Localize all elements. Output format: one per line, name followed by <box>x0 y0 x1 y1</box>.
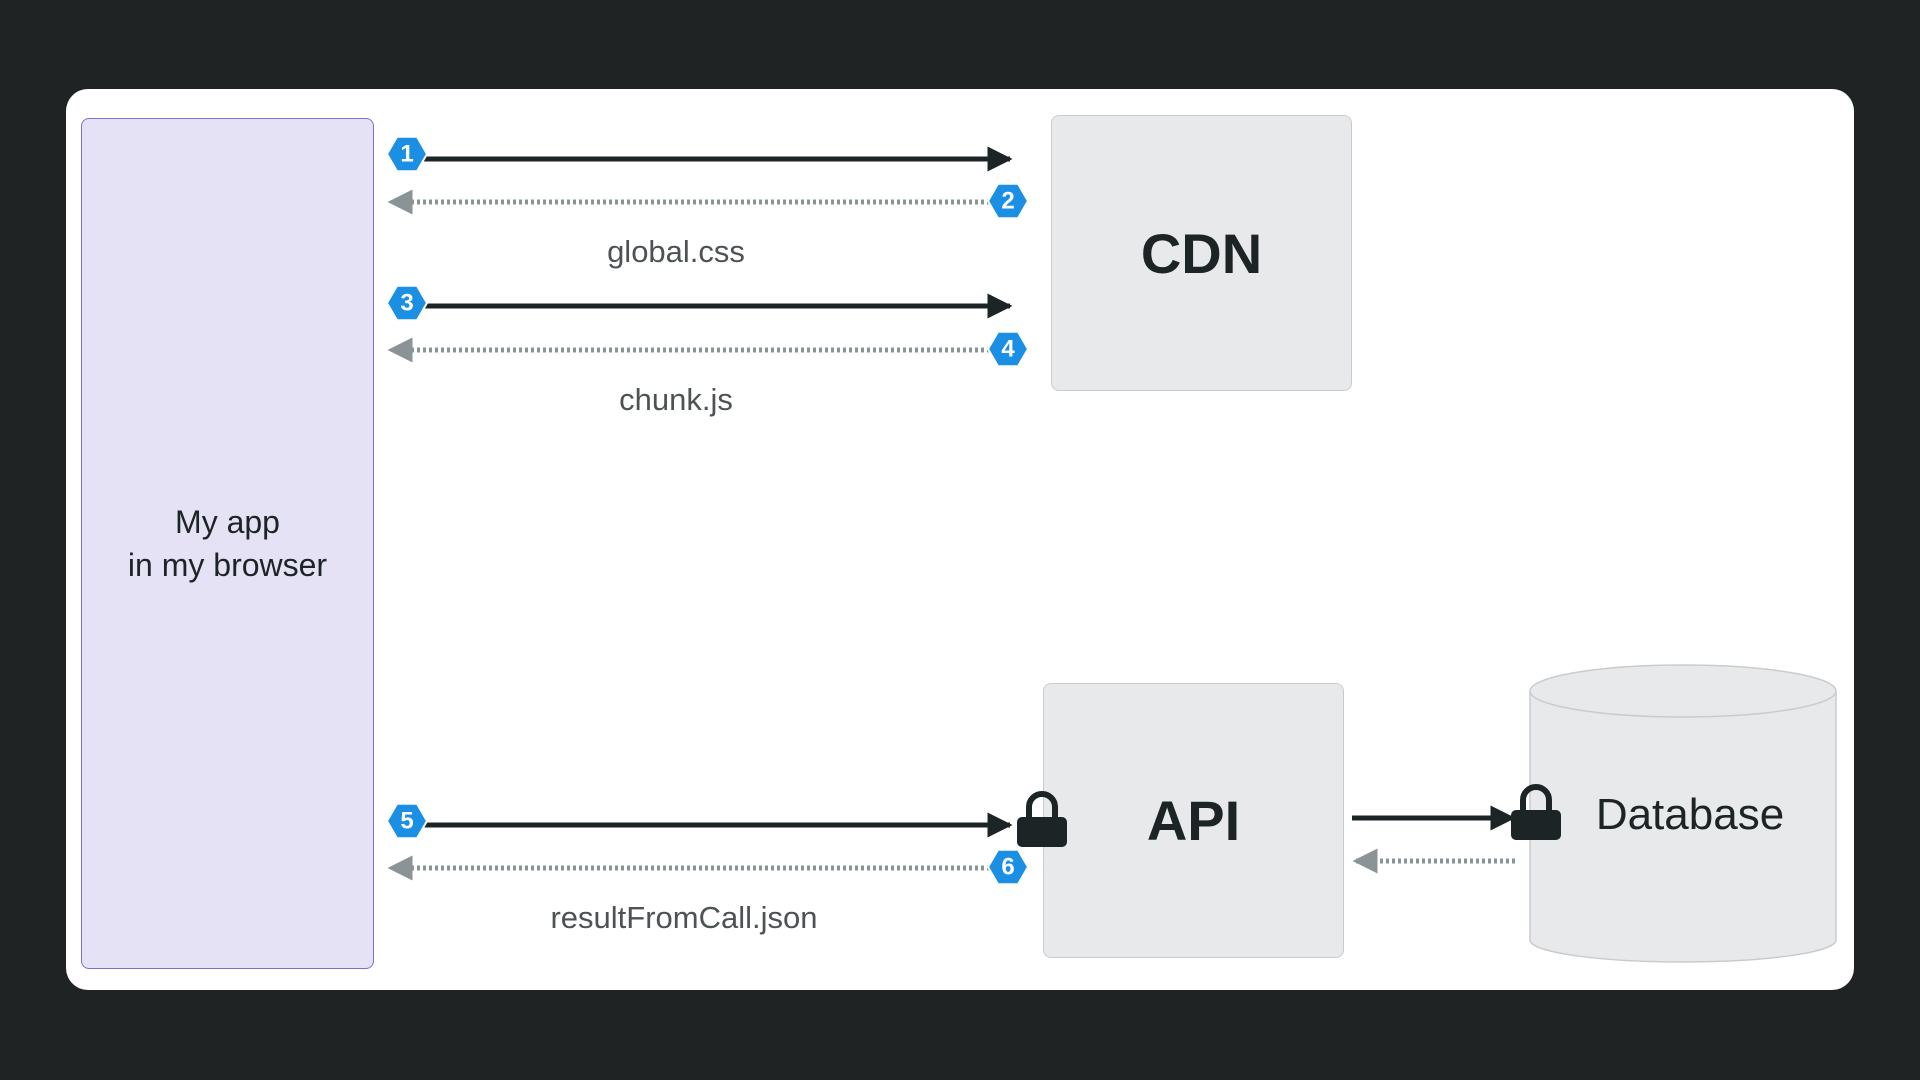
browser-app-label: My app in my browser <box>127 503 328 583</box>
api-label: API <box>1146 789 1241 852</box>
database-label: Database <box>1595 790 1785 839</box>
step-badge-5: 5 <box>385 802 429 840</box>
svg-text:1: 1 <box>400 141 413 168</box>
svg-text:6: 6 <box>1001 854 1014 881</box>
svg-text:2: 2 <box>1001 188 1014 215</box>
svg-text:4: 4 <box>1001 336 1015 363</box>
flow-label-api: resultFromCall.json <box>550 900 818 935</box>
flow-label-css: global.css <box>607 234 745 269</box>
step-badge-4: 4 <box>986 330 1030 368</box>
api-node: API <box>1043 683 1344 958</box>
lock-icon <box>1017 791 1067 847</box>
database-node <box>1529 664 1837 963</box>
step-badge-6: 6 <box>986 848 1030 886</box>
step-badge-2: 2 <box>986 182 1030 220</box>
svg-text:3: 3 <box>400 290 413 317</box>
flow-label-js: chunk.js <box>619 382 733 417</box>
step-badge-3: 3 <box>385 284 429 322</box>
browser-app-node: My app in my browser <box>81 118 374 969</box>
step-badge-1: 1 <box>385 135 429 173</box>
svg-text:5: 5 <box>400 808 413 835</box>
lock-icon <box>1511 784 1561 840</box>
cdn-label: CDN <box>1140 221 1263 285</box>
cdn-node: CDN <box>1051 115 1352 391</box>
